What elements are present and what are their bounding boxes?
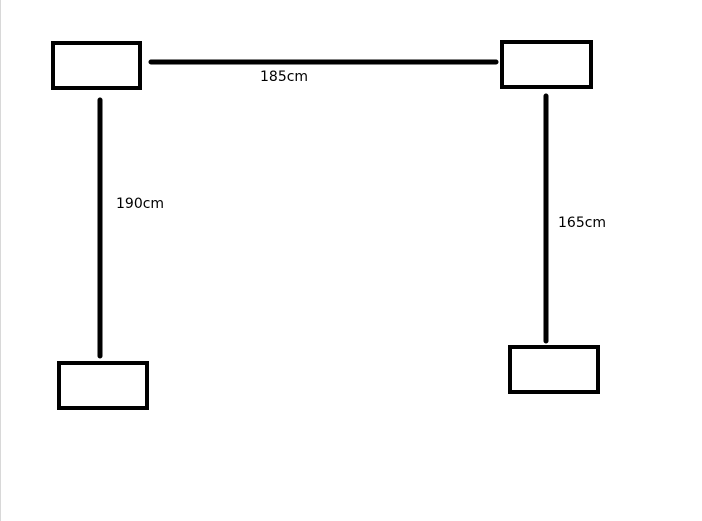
box-top-left <box>51 41 142 90</box>
label-top-distance: 185cm <box>260 69 308 85</box>
box-bottom-right <box>508 345 600 394</box>
label-right-distance: 165cm <box>558 215 606 231</box>
box-bottom-left <box>57 361 149 410</box>
box-top-right <box>500 40 593 89</box>
label-left-distance: 190cm <box>116 196 164 212</box>
